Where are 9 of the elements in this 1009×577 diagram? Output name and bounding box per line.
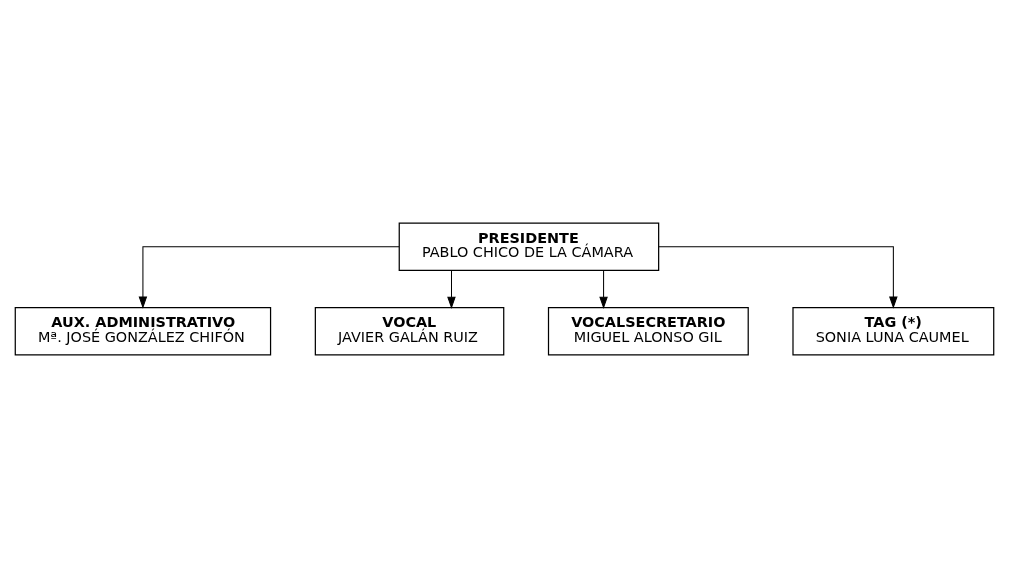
arrow bbox=[658, 245, 898, 309]
arrow bbox=[599, 269, 608, 309]
node-box: PRESIDENTE PABLO CHICO DE LA CÁMARA bbox=[398, 222, 660, 271]
node-box: AUX. ADMINISTRATIVO Mª. JOSÉ GONZÁLEZ CHIFÓN bbox=[14, 306, 272, 355]
arrow bbox=[447, 269, 456, 309]
node-box: TAG (*) SONIA LUNA CAUMEL bbox=[792, 306, 995, 355]
node-box: VOCAL JAVIER GALÁN RUIZ bbox=[314, 306, 505, 355]
node-box: VOCALSECRETARIO MIGUEL ALONSO GIL bbox=[547, 306, 749, 355]
arrow bbox=[138, 245, 400, 309]
